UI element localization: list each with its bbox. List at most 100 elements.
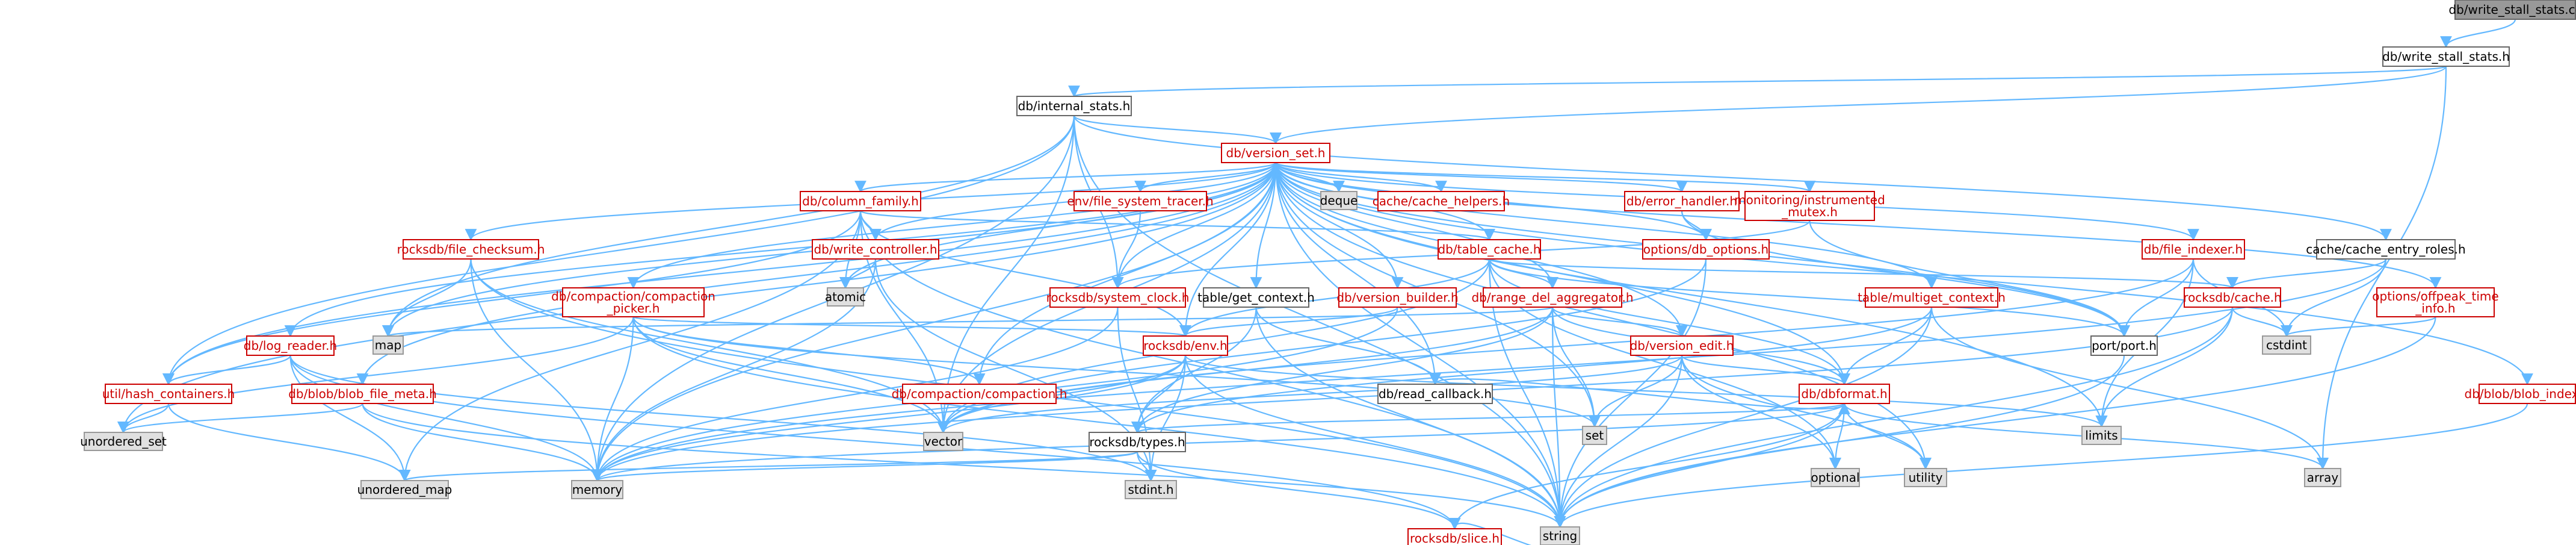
- node-hash_containers[interactable]: util/hash_containers.h: [102, 384, 235, 404]
- node-box-cache_roles: [2316, 239, 2456, 260]
- node-label-version_edit: db/version_edit.h: [1630, 338, 1734, 353]
- edge-version_edit-to-dbformat: [1681, 355, 1850, 385]
- node-blob_index[interactable]: db/blob/blob_index.h: [2465, 384, 2576, 404]
- edge-env-to-vector: [937, 355, 1187, 434]
- edge-dbformat-to-slice: [1448, 403, 1846, 530]
- edge-ws_h-to-version_set: [1270, 66, 2447, 145]
- node-version_builder[interactable]: db/version_builder.h: [1336, 287, 1459, 308]
- node-box-blob_file_meta: [291, 384, 434, 404]
- node-error_handler[interactable]: db/error_handler.h: [1624, 191, 1740, 211]
- node-blob_file_meta[interactable]: db/blob/blob_file_meta.h: [288, 384, 437, 404]
- edge-version_set-to-limits: [1274, 162, 2108, 428]
- node-box-utility: [1904, 468, 1947, 487]
- node-compaction[interactable]: db/compaction/compaction.h: [892, 384, 1067, 404]
- node-port[interactable]: port/port.h: [2090, 335, 2158, 356]
- node-label-compaction: db/compaction/compaction.h: [892, 387, 1067, 401]
- edge-error_handler-to-port: [1681, 210, 2130, 337]
- node-box-ws_h: [2382, 46, 2510, 67]
- node-label-dbformat: db/dbformat.h: [1801, 387, 1887, 401]
- node-box-string: [1540, 526, 1580, 545]
- node-get_context[interactable]: table/get_context.h: [1197, 287, 1315, 308]
- node-label-vector: vector: [924, 434, 963, 449]
- node-label-system_clock: rocksdb/system_clock.h: [1046, 290, 1190, 305]
- node-label-atomic: atomic: [825, 290, 866, 304]
- node-box-system_clock: [1049, 287, 1186, 308]
- node-cache_roles[interactable]: cache/cache_entry_roles.h: [2306, 239, 2466, 260]
- node-label-version_set: db/version_set.h: [1226, 146, 1326, 160]
- edge-rocksdb_cache-to-limits: [2095, 307, 2234, 428]
- edge-types-to-unordered_map: [399, 450, 1138, 482]
- edge-blob_file_meta-to-unordered_set: [117, 402, 363, 434]
- node-box-memory: [571, 480, 623, 499]
- node-unordered_set: unordered_set: [80, 432, 167, 451]
- edge-column_family-to-table_cache: [859, 210, 1495, 241]
- node-label-unordered_map: unordered_map: [357, 482, 452, 497]
- node-box-offpeak: [2376, 287, 2495, 317]
- node-file_system_tracer[interactable]: env/file_system_tracer.h: [1067, 191, 1214, 211]
- node-rocksdb_cache[interactable]: rocksdb/cache.h: [2183, 287, 2282, 308]
- edge-range_del-to-map: [383, 306, 1554, 337]
- node-table_cache[interactable]: db/table_cache.h: [1438, 239, 1541, 260]
- node-read_callback[interactable]: db/read_callback.h: [1377, 384, 1493, 404]
- edge-rocksdb_cache-to-string: [1554, 307, 2234, 528]
- node-version_edit[interactable]: db/version_edit.h: [1630, 335, 1734, 356]
- node-root[interactable]: db/write_stall_stats.cc: [2448, 0, 2576, 20]
- node-offpeak[interactable]: options/offpeak_time_info.h: [2372, 287, 2499, 317]
- node-label-table_cache: db/table_cache.h: [1438, 242, 1540, 257]
- edge-file_indexer-to-port: [2118, 258, 2195, 337]
- node-box-write_controller: [812, 239, 939, 260]
- node-label-read_callback: db/read_callback.h: [1379, 387, 1492, 401]
- edge-table_cache-to-rocksdb_cache: [1488, 258, 2238, 289]
- node-file_indexer[interactable]: db/file_indexer.h: [2142, 239, 2245, 260]
- edge-compaction_picker-to-set: [632, 316, 1601, 428]
- edge-dbformat-to-optional: [1829, 403, 1846, 470]
- edge-file_checksum-to-map: [382, 258, 472, 337]
- edge-range_del-to-version_edit: [1551, 307, 1688, 337]
- node-label-deque: deque: [1320, 193, 1358, 208]
- node-label-cache_helpers: cache/cache_helpers.h: [1373, 194, 1510, 208]
- node-column_family[interactable]: db/column_family.h: [800, 191, 921, 211]
- node-types[interactable]: rocksdb/types.h: [1089, 432, 1186, 452]
- node-label-port: port/port.h: [2092, 338, 2157, 353]
- node-system_clock[interactable]: rocksdb/system_clock.h: [1046, 287, 1190, 308]
- node-box-column_family: [800, 191, 921, 211]
- edge-version_set-to-version_builder: [1274, 162, 1404, 289]
- edge-log_reader-to-unordered_map: [289, 355, 411, 482]
- node-ws_h[interactable]: db/write_stall_stats.h: [2382, 46, 2510, 67]
- node-deque: deque: [1320, 191, 1358, 210]
- node-write_controller[interactable]: db/write_controller.h: [812, 239, 939, 260]
- node-dbformat[interactable]: db/dbformat.h: [1799, 384, 1890, 404]
- node-label-db_options: options/db_options.h: [1643, 242, 1769, 257]
- edge-version_edit-to-optional: [1681, 355, 1841, 470]
- node-box-compaction_picker: [562, 287, 705, 317]
- node-box-rocksdb_cache: [2184, 287, 2281, 308]
- node-log_reader[interactable]: db/log_reader.h: [244, 335, 337, 356]
- node-label-map: map: [375, 338, 401, 352]
- node-slice[interactable]: rocksdb/slice.h: [1407, 528, 1502, 545]
- node-label-version_builder: db/version_builder.h: [1336, 290, 1458, 305]
- node-label-column_family: db/column_family.h: [802, 194, 919, 208]
- node-box-port: [2090, 335, 2158, 356]
- edges-layer: [117, 19, 2533, 545]
- node-cache_helpers[interactable]: cache/cache_helpers.h: [1373, 191, 1510, 211]
- node-env[interactable]: rocksdb/env.h: [1143, 335, 1228, 356]
- node-version_set[interactable]: db/version_set.h: [1221, 143, 1330, 163]
- node-label-range_del: db/range_del_aggregator.h: [1471, 290, 1633, 305]
- node-box-error_handler: [1624, 191, 1740, 211]
- node-file_checksum[interactable]: rocksdb/file_checksum.h: [397, 239, 545, 260]
- node-label-log_reader: db/log_reader.h: [244, 338, 337, 353]
- node-monitoring[interactable]: monitoring/instrumented_mutex.h: [1734, 191, 1885, 221]
- edge-ws_h-to-internal_stats: [1069, 65, 2447, 98]
- node-internal_stats[interactable]: db/internal_stats.h: [1016, 96, 1132, 116]
- node-label-types: rocksdb/types.h: [1089, 435, 1185, 449]
- node-db_options[interactable]: options/db_options.h: [1642, 239, 1770, 260]
- node-label-cstdint: cstdint: [2266, 338, 2307, 352]
- node-box-get_context: [1203, 287, 1309, 308]
- node-label-blob_file_meta: db/blob/blob_file_meta.h: [288, 387, 437, 401]
- node-multiget[interactable]: table/multiget_context.h: [1858, 287, 2006, 308]
- node-range_del[interactable]: db/range_del_aggregator.h: [1471, 287, 1634, 308]
- node-compaction_picker[interactable]: db/compaction/compaction_picker.h: [551, 287, 715, 317]
- node-box-cstdint: [2262, 335, 2311, 355]
- edge-internal_stats-to-map: [382, 115, 1075, 337]
- edge-monitoring-to-port: [1809, 220, 2130, 337]
